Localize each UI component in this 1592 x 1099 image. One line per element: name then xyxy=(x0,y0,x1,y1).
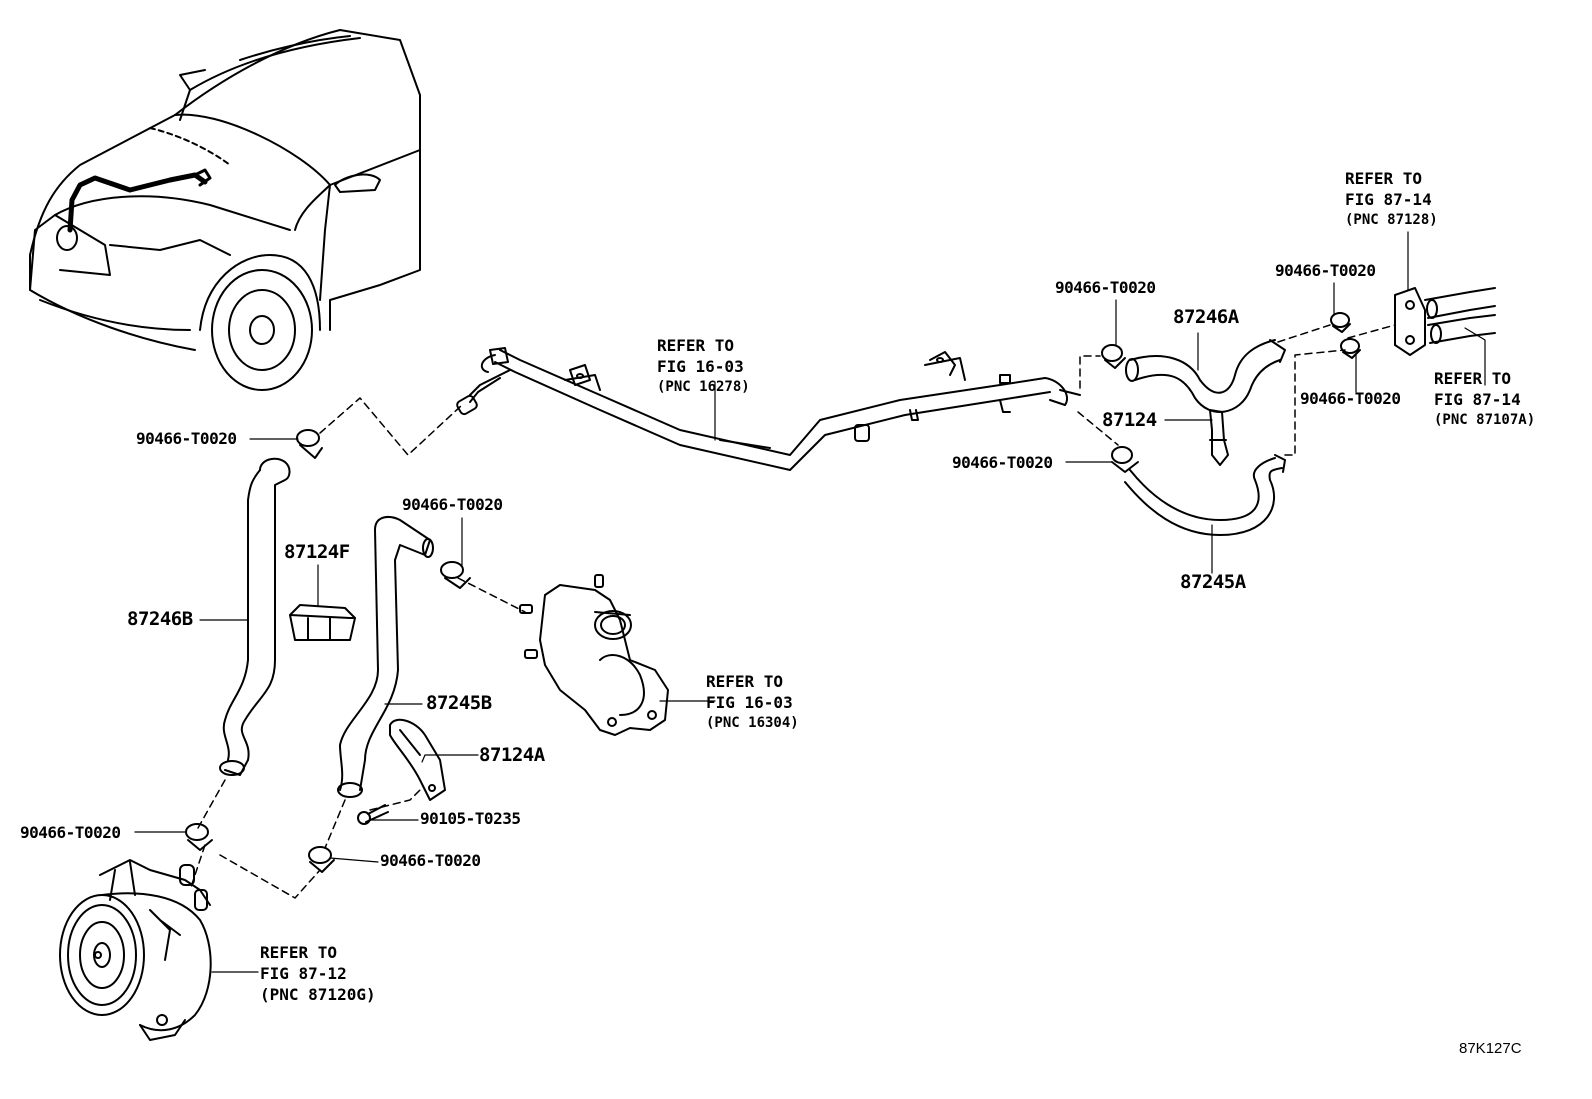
dashed-connectors xyxy=(190,325,1395,898)
hose-87246B xyxy=(220,459,290,775)
reference-water-outlet-line1: REFER TO xyxy=(706,672,784,691)
reference-right-line1: REFER TO xyxy=(1434,369,1512,388)
reference-right-pnc: (PNC 87107A) xyxy=(1434,412,1536,428)
label-clip-right-top: 90466-T0020 xyxy=(1055,278,1156,297)
vacuum-pump xyxy=(60,860,211,1040)
reference-water-outlet-line2: FIG 16-03 xyxy=(706,693,793,712)
reference-top-right-line2: FIG 87-14 xyxy=(1345,190,1432,209)
label-hose-87245B: 87245B xyxy=(426,692,492,714)
reference-pipe-pnc: (PNC 16278) xyxy=(657,379,750,395)
clamp-87124 xyxy=(1210,410,1228,465)
main-pipe xyxy=(456,348,1080,470)
label-clip-right-mid: 90466-T0020 xyxy=(952,453,1053,472)
reference-water-outlet: REFER TO FIG 16-03 (PNC 16304) xyxy=(706,671,799,734)
clip-far-right-bottom-shape xyxy=(1341,339,1360,358)
label-clip-bottom-left: 90466-T0020 xyxy=(20,823,121,842)
clip-mid-shape xyxy=(441,562,470,588)
hose-87245A xyxy=(1125,455,1285,535)
label-bolt: 90105-T0235 xyxy=(420,809,521,828)
label-clip-mid: 90466-T0020 xyxy=(402,495,503,514)
reference-pipe-line2: FIG 16-03 xyxy=(657,357,744,376)
reference-pump-pnc: (PNC 87120G) xyxy=(260,985,376,1004)
label-clamp-87124A: 87124A xyxy=(479,744,545,766)
reference-pump-line1: REFER TO xyxy=(260,943,338,962)
label-clip-far-right-top: 90466-T0020 xyxy=(1275,261,1376,280)
label-hose-87246B: 87246B xyxy=(127,608,193,630)
reference-pipe-line1: REFER TO xyxy=(657,336,735,355)
reference-top-right: REFER TO FIG 87-14 (PNC 87128) xyxy=(1345,168,1438,231)
clamp-87124A xyxy=(390,720,445,800)
reference-top-right-pnc: (PNC 87128) xyxy=(1345,212,1438,228)
reference-top-right-line1: REFER TO xyxy=(1345,169,1423,188)
water-outlet xyxy=(520,575,668,735)
reference-pump-line2: FIG 87-12 xyxy=(260,964,347,983)
clip-right-mid-shape xyxy=(1112,447,1138,472)
diagram-code: 87K127C xyxy=(1459,1040,1522,1057)
label-hose-87246A: 87246A xyxy=(1173,306,1239,328)
bolt-90105 xyxy=(358,805,388,824)
label-clamp-87124F: 87124F xyxy=(284,541,350,563)
label-clamp-87124: 87124 xyxy=(1102,409,1157,431)
vehicle-illustration xyxy=(30,30,420,390)
label-clip-top-left: 90466-T0020 xyxy=(136,429,237,448)
clamp-87124F xyxy=(290,605,355,640)
connector-right xyxy=(1395,288,1495,355)
clip-bottom-left-shape xyxy=(186,824,212,850)
reference-pump: REFER TO FIG 87-12 (PNC 87120G) xyxy=(260,942,376,1005)
hose-87246A xyxy=(1126,340,1285,412)
clip-far-right-top-shape xyxy=(1331,313,1350,332)
clip-top-left-shape xyxy=(297,430,322,458)
hose-clips xyxy=(186,313,1360,872)
clip-right-top-shape xyxy=(1102,345,1125,368)
label-clip-far-right-bottom: 90466-T0020 xyxy=(1300,389,1401,408)
hose-87245B xyxy=(338,517,433,797)
reference-right: REFER TO FIG 87-14 (PNC 87107A) xyxy=(1434,368,1535,431)
reference-right-line2: FIG 87-14 xyxy=(1434,390,1521,409)
clip-bottom-mid-shape xyxy=(309,847,334,872)
reference-water-outlet-pnc: (PNC 16304) xyxy=(706,715,799,731)
leader-lines xyxy=(135,232,1485,972)
reference-pipe: REFER TO FIG 16-03 (PNC 16278) xyxy=(657,335,750,398)
label-clip-bottom-mid: 90466-T0020 xyxy=(380,851,481,870)
label-hose-87245A: 87245A xyxy=(1180,571,1246,593)
